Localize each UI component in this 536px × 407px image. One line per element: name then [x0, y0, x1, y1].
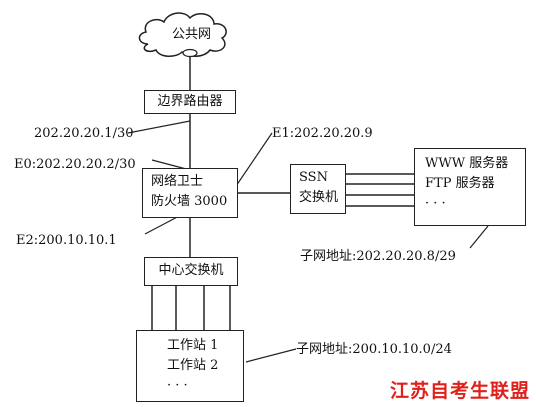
ssn-switch-box: SSN 交换机	[290, 164, 346, 214]
firewall-box: 网络卫士 防火墙 3000	[142, 168, 238, 218]
servers-box: WWW 服务器 FTP 服务器 · · ·	[414, 148, 526, 226]
router-ip-label: 202.20.20.1/30	[34, 126, 134, 141]
center-switch-box: 中心交换机	[144, 257, 238, 286]
watermark-text: 江苏自考生联盟	[389, 380, 530, 402]
router-symbol	[182, 48, 198, 58]
servers-line-3: · · ·	[425, 196, 446, 211]
servers-line-1: WWW 服务器	[425, 156, 509, 171]
center-switch-label: 中心交换机	[158, 263, 224, 278]
firewall-line-1: 网络卫士	[151, 174, 204, 189]
workstation-line-3: · · ·	[167, 378, 188, 393]
workstation-line-1: 工作站 1	[167, 338, 219, 353]
workstations-box: 工作站 1 工作站 2 · · ·	[136, 330, 244, 402]
lan-subnet-label: 子网地址:200.10.10.0/24	[296, 342, 452, 357]
cloud-label: 公共网	[172, 27, 212, 42]
workstation-line-2: 工作站 2	[167, 358, 219, 373]
e0-label: E0:202.20.20.2/30	[14, 157, 136, 172]
e1-label: E1:202.20.20.9	[272, 126, 373, 141]
servers-line-2: FTP 服务器	[425, 176, 495, 191]
ssn-line-2: 交换机	[299, 190, 339, 205]
border-router-label: 边界路由器	[157, 94, 223, 109]
e2-label: E2:200.10.10.1	[16, 233, 117, 248]
border-router-box: 边界路由器	[144, 90, 236, 114]
dmz-subnet-label: 子网地址:202.20.20.8/29	[300, 249, 456, 264]
cloud-shape	[138, 12, 227, 57]
firewall-line-2: 防火墙 3000	[151, 194, 228, 209]
ssn-line-1: SSN	[299, 170, 328, 185]
